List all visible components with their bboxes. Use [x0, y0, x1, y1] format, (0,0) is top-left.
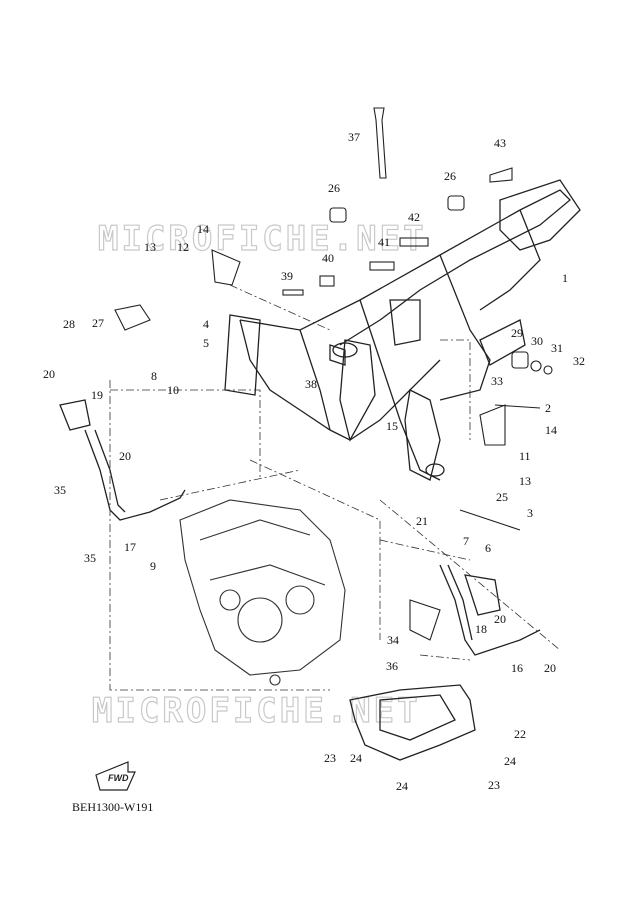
callout: 43	[494, 136, 506, 150]
callout: 21	[416, 514, 428, 528]
callout: 17	[124, 540, 136, 554]
callout: 9	[150, 559, 156, 573]
callout: 20	[119, 449, 131, 463]
callout: 32	[573, 354, 585, 368]
fwd-label: FWD	[108, 773, 129, 783]
callout: 33	[491, 374, 503, 388]
callout: 5	[203, 336, 209, 350]
callout: 2	[545, 401, 551, 415]
callout: 39	[281, 269, 293, 283]
callout: 26	[444, 169, 456, 183]
callout: 25	[496, 490, 508, 504]
front-engine-bracket	[59, 399, 186, 521]
callout: 37	[348, 130, 360, 144]
callout: 35	[84, 551, 96, 565]
callout: 30	[531, 334, 543, 348]
leader-lines	[109, 284, 561, 691]
callout: 22	[514, 727, 526, 741]
watermark-top: MICROFICHE.NET	[98, 219, 427, 259]
callout: 28	[63, 317, 75, 331]
callout: 24	[504, 754, 516, 768]
callout: 10	[167, 383, 179, 397]
small-parts	[114, 107, 553, 641]
engine-block	[179, 499, 346, 686]
callout: 8	[151, 369, 157, 383]
callout: 29	[511, 326, 523, 340]
frame-assembly	[224, 179, 581, 481]
skid-plate	[349, 684, 476, 761]
callout: 11	[519, 449, 531, 463]
callout: 34	[387, 633, 399, 647]
callout: 18	[475, 622, 487, 636]
callout: 41	[378, 235, 390, 249]
callout: 31	[551, 341, 563, 355]
callout: 27	[92, 316, 104, 330]
callout: 40	[322, 251, 334, 265]
callout: 7	[463, 534, 469, 548]
callout: 4	[203, 317, 209, 331]
callout: 20	[544, 661, 556, 675]
callout: 23	[324, 751, 336, 765]
callout: 14	[197, 222, 209, 236]
rear-engine-bracket	[439, 564, 541, 656]
callout: 35	[54, 483, 66, 497]
callout: 26	[328, 181, 340, 195]
callout: 20	[43, 367, 55, 381]
diagram-code: BEH1300-W191	[72, 800, 154, 814]
callout: 38	[305, 377, 317, 391]
callout: 24	[396, 779, 408, 793]
callout: 3	[527, 506, 533, 520]
callout: 13	[144, 240, 156, 254]
callout: 20	[494, 612, 506, 626]
callout: 1	[562, 271, 568, 285]
callout: 12	[177, 240, 189, 254]
callout: 6	[485, 541, 491, 555]
callout: 19	[91, 388, 103, 402]
callout: 14	[545, 423, 557, 437]
callout: 36	[386, 659, 398, 673]
callout: 13	[519, 474, 531, 488]
callout: 24	[350, 751, 362, 765]
callout: 23	[488, 778, 500, 792]
callout-labels: 1 2 3 4 5 6 7 8 9 10 11 12 13 13 14 14 1…	[43, 130, 585, 793]
watermark-bottom: MICROFICHE.NET	[92, 691, 421, 731]
callout: 15	[386, 419, 398, 433]
callout: 42	[408, 210, 420, 224]
fwd-arrow-icon: FWD	[95, 761, 136, 791]
callout: 16	[511, 661, 523, 675]
